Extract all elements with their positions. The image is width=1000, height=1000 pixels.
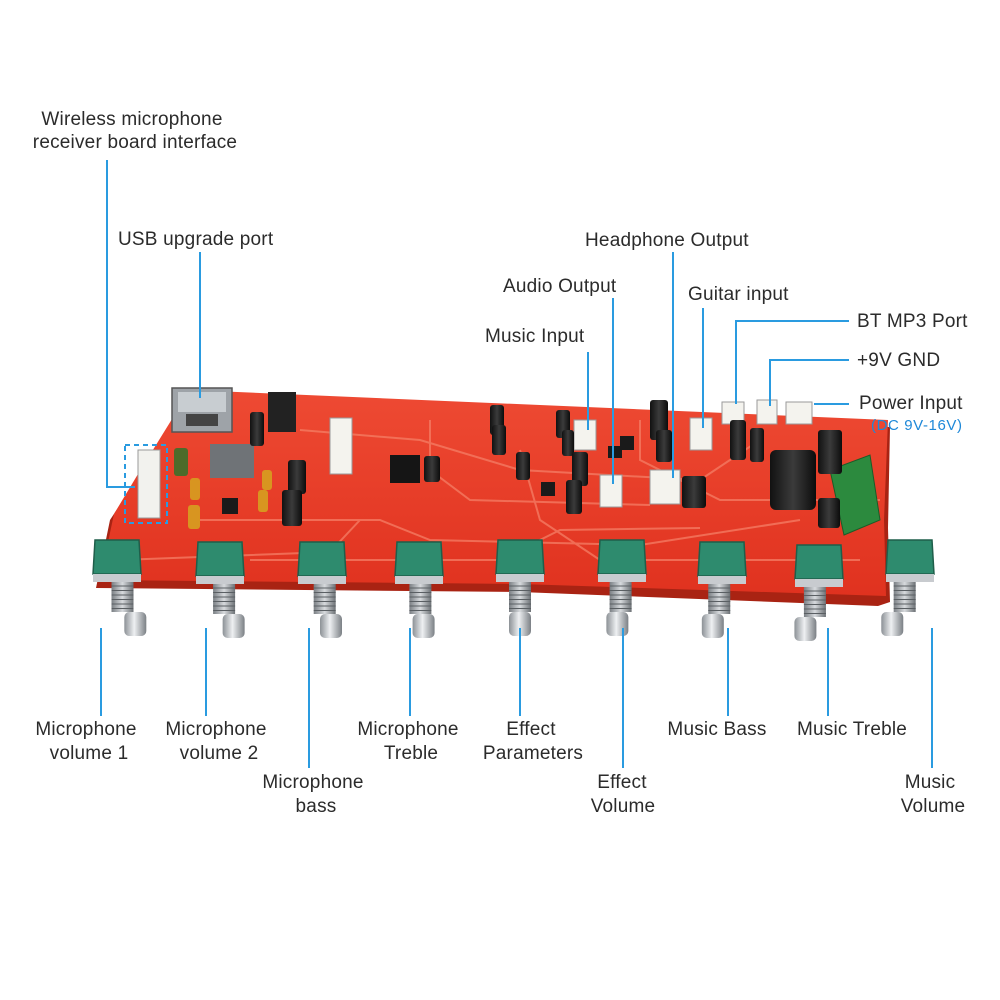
board-connectors [329, 399, 813, 508]
label-effect-params-line2: Parameters [482, 743, 584, 764]
label-music-volume-line2: Volume [900, 796, 966, 817]
label-mic-vol2-line2: volume 2 [179, 743, 259, 764]
leader-9v-gnd [769, 359, 849, 406]
label-bt-mp3-port: BT MP3 Port [857, 311, 968, 332]
usb-port [171, 387, 233, 433]
label-audio-output: Audio Output [503, 276, 617, 297]
small-ics [222, 436, 634, 514]
label-mic-treble-line1: Microphone [357, 719, 459, 740]
leader-bt-mp3 [735, 320, 849, 404]
knob-mic-treble [394, 541, 444, 638]
knob-music-treble [794, 544, 844, 641]
label-power-input: Power Input [859, 393, 963, 414]
leader-lines [100, 160, 933, 768]
label-mic-vol1-line1: Microphone [35, 719, 137, 740]
label-wireless-line2: receiver board interface [32, 132, 238, 153]
label-wireless-line1: Wireless microphone [41, 109, 223, 130]
dsp-chip [390, 455, 420, 483]
label-music-volume-line1: Music [904, 772, 956, 793]
label-mic-bass-line1: Microphone [262, 772, 364, 793]
capacitors [174, 400, 842, 529]
label-mic-vol2-line1: Microphone [165, 719, 267, 740]
label-mic-bass-line2: bass [295, 796, 337, 817]
potentiometer-row [92, 539, 935, 641]
voltage-regulator [210, 392, 296, 478]
wireless-receiver-connector [124, 444, 168, 524]
label-mic-treble-line2: Treble [383, 743, 439, 764]
label-effect-params-line1: Effect [506, 719, 556, 740]
label-effect-volume-line1: Effect [597, 772, 647, 793]
label-music-input: Music Input [485, 326, 585, 347]
label-mic-vol1-line2: volume 1 [49, 743, 129, 764]
knob-music-bass [697, 541, 747, 638]
leader-wireless [106, 160, 135, 488]
label-power-input-note: (DC 9V-16V) [871, 417, 963, 434]
knob-effect-volume [597, 539, 647, 636]
label-headphone-output: Headphone Output [585, 230, 749, 251]
knob-effect-parameters [495, 539, 545, 636]
knob-mic-volume-2 [195, 541, 245, 638]
label-usb-upgrade-port: USB upgrade port [118, 229, 274, 250]
label-music-treble: Music Treble [796, 719, 908, 740]
knob-music-volume [881, 539, 935, 636]
label-effect-volume-line2: Volume [590, 796, 656, 817]
label-9v-gnd: +9V GND [857, 350, 941, 371]
label-guitar-input: Guitar input [688, 284, 789, 305]
knob-mic-volume-1 [92, 539, 147, 636]
knob-mic-bass [297, 541, 347, 638]
label-music-bass: Music Bass [667, 719, 767, 740]
